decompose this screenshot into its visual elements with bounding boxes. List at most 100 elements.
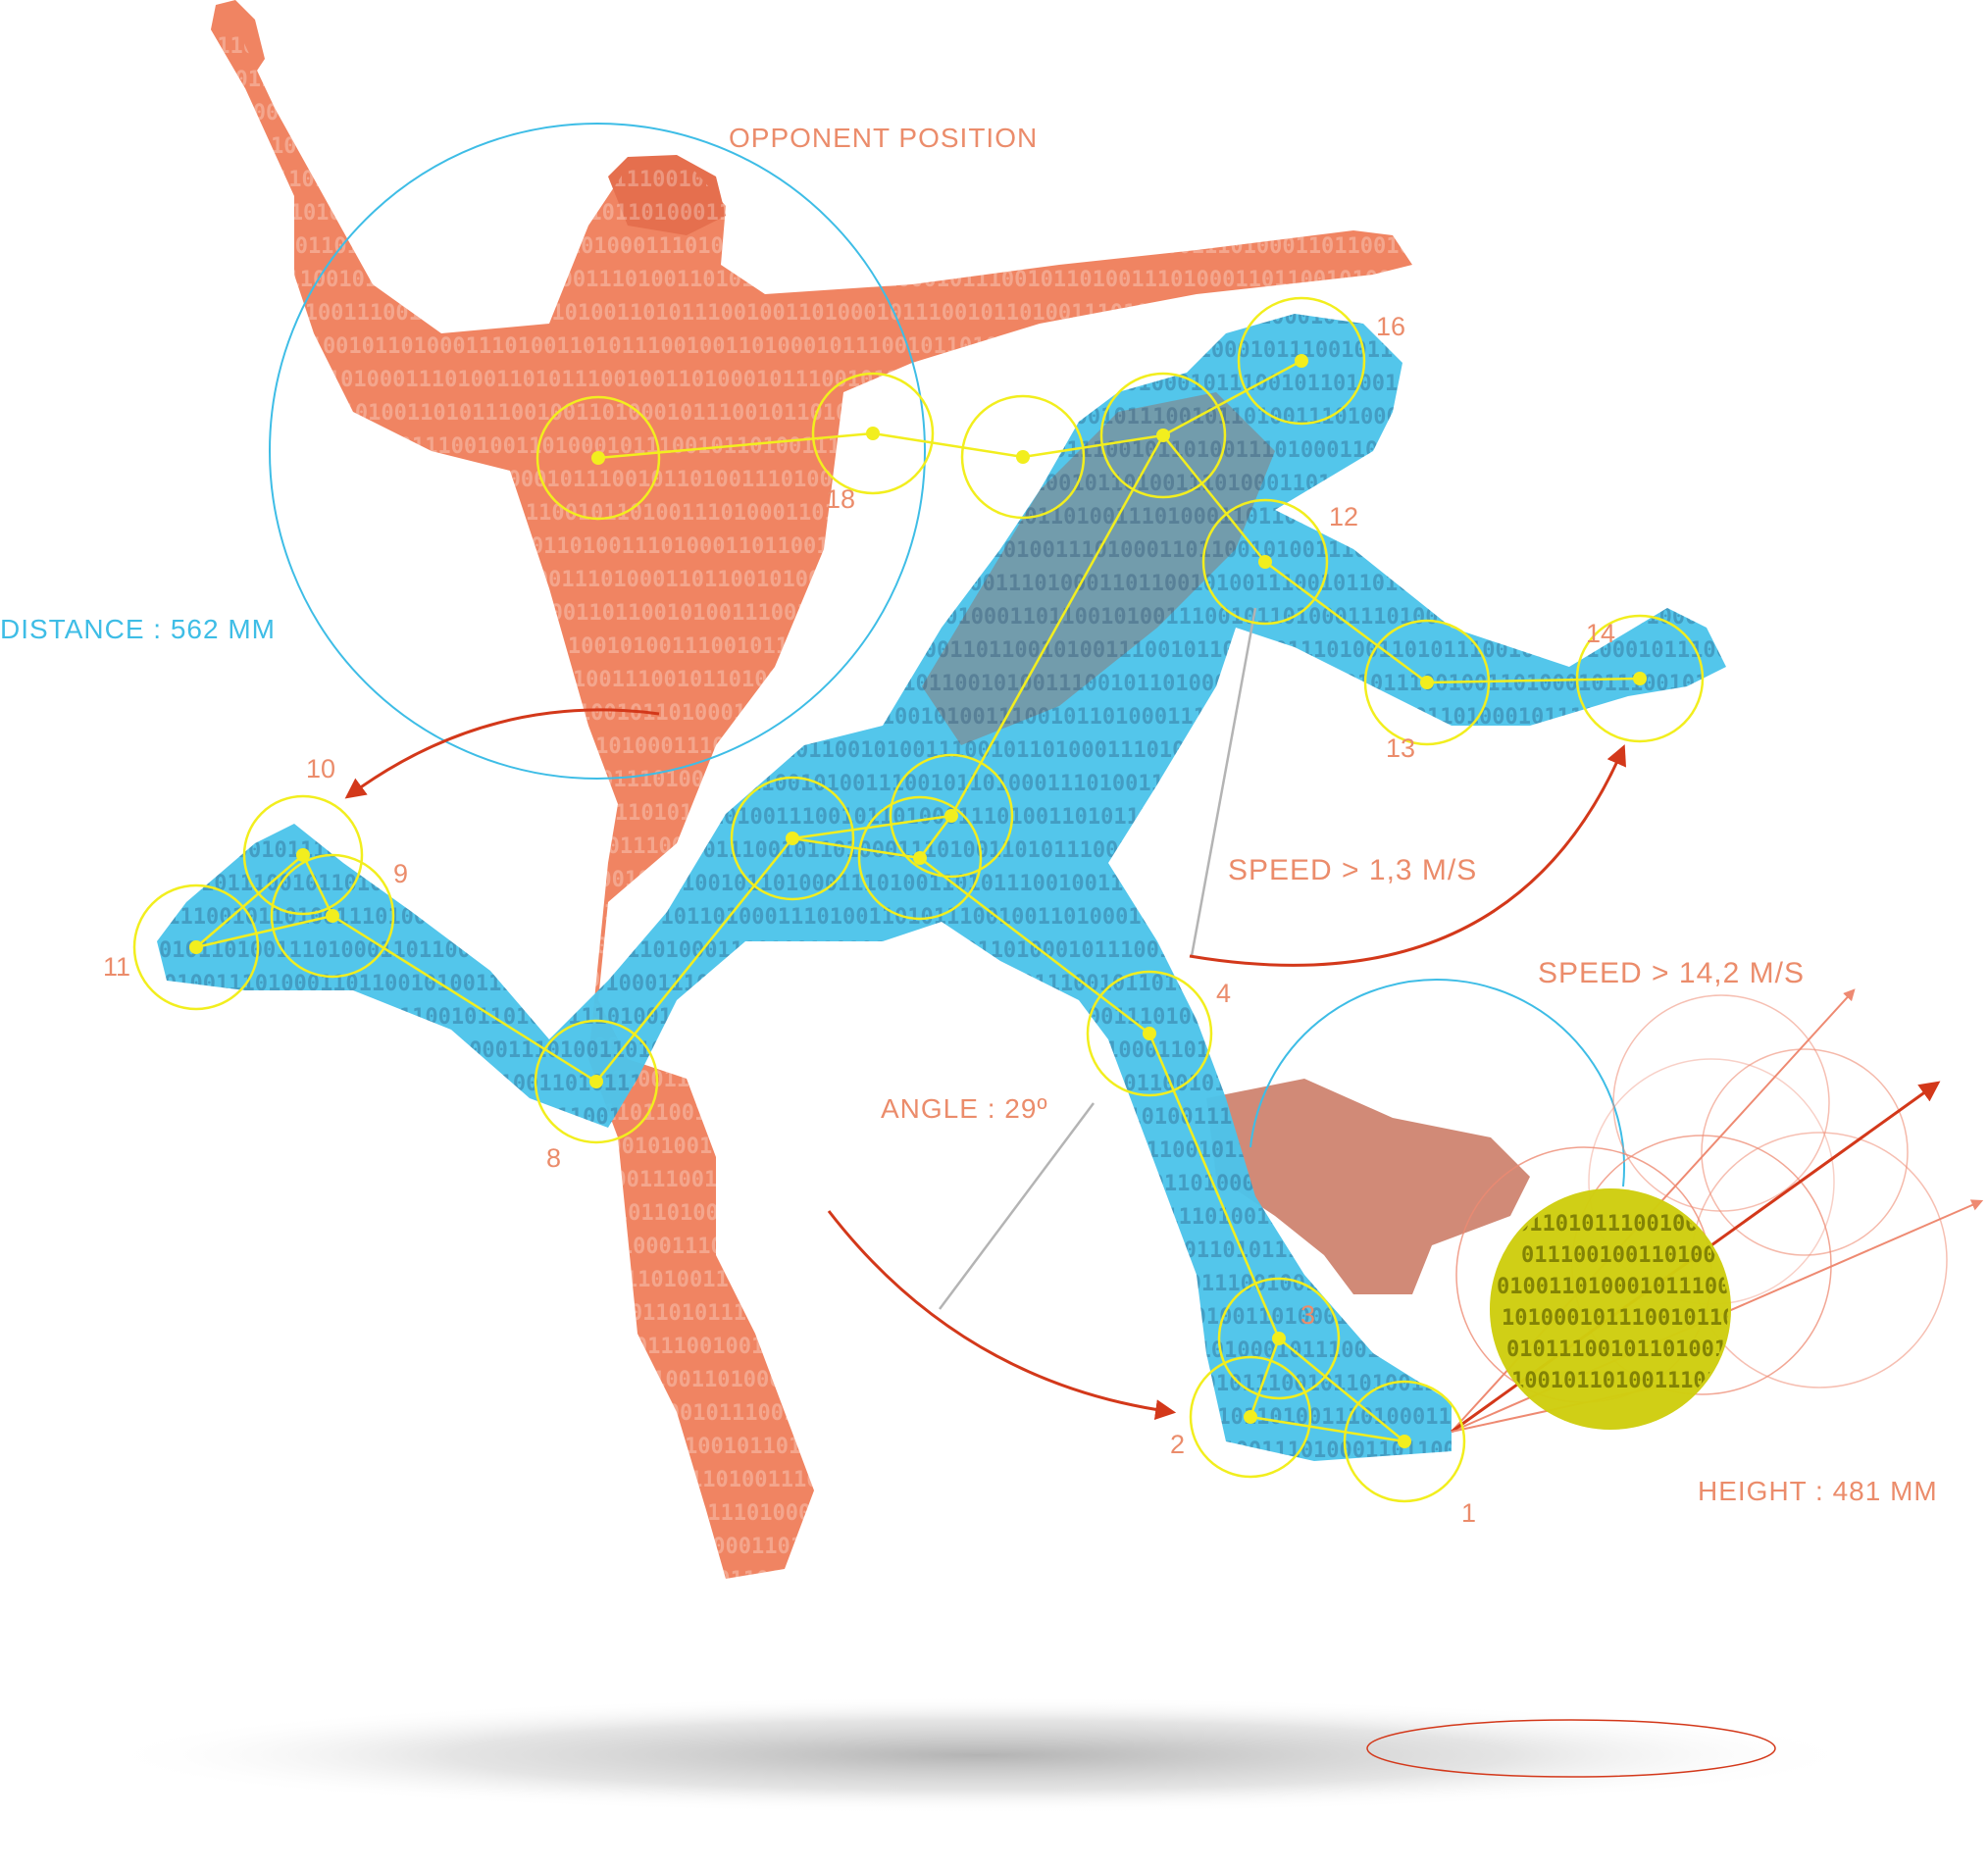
joint-dot-shR <box>1016 450 1030 464</box>
joint-label-4: 4 <box>1216 979 1231 1008</box>
bone-j8-j9 <box>331 914 597 1084</box>
body-speed-label: SPEED > 1,3 M/S <box>1228 854 1477 886</box>
bone-shL-j18 <box>597 431 874 460</box>
joint-dot-j10 <box>296 848 310 862</box>
svg-text:000111010011010111001001101000: 0001110100110101110010011010001011100101… <box>157 468 1846 492</box>
joint-ring-j2 <box>1189 1355 1312 1479</box>
joint-ring-neck <box>1099 372 1227 499</box>
bone-j3-j1 <box>1278 1338 1405 1442</box>
joint-dot-j16 <box>1295 354 1308 368</box>
svg-text:010011101000110110010100111001: 0100111010001101100101001110010110100011… <box>152 234 1841 259</box>
svg-text:010110100011101001101011100100: 0101101000111010011010111001001101000101… <box>152 1435 1841 1459</box>
svg-text:110010110100011101001101011100: 1100101101000111010011010111001001101000… <box>159 1138 1848 1163</box>
opponent-silhouette <box>211 25 1412 1579</box>
joint-label-1: 1 <box>1461 1498 1476 1528</box>
joint-ring-hipL <box>730 776 855 901</box>
opponent-position-circle <box>269 123 926 780</box>
svg-text:011011001010011100101101000111: 0110110010100111001011010001110100110101… <box>159 538 1848 563</box>
motion-arrows <box>344 708 1626 1421</box>
joint-dot-j18 <box>866 427 880 440</box>
svg-text:001101100101001110010110100011: 0011011001010011100101101000111010011010… <box>144 1038 1833 1063</box>
svg-text:100111010001101100101001110010: 1001110100011011001010011100101101000111… <box>149 472 1838 496</box>
svg-text:110010011010001011100101101001: 1100100110100010111001011010011101000110… <box>157 68 1846 92</box>
distance-label: DISTANCE : 562 MM <box>0 614 276 644</box>
svg-text:101000101110010110100111010001: 1010001011100101101001110100011011001010… <box>1502 1306 1988 1331</box>
svg-text:100111001011010001110100110101: 1001110010110100011101001101011100100110… <box>139 605 1828 630</box>
svg-text:011100100110100010111001011010: 0111001001101000101110010110100111010001… <box>157 1068 1846 1092</box>
joint-dot-j2 <box>1244 1410 1257 1424</box>
angle-label: ANGLE : 29º <box>881 1093 1048 1124</box>
joint-ring-j9 <box>270 853 395 979</box>
svg-text:010011100101101000111010011010: 0100111001011010001110100110101110010011… <box>172 368 1861 392</box>
bone-j2-j1 <box>1249 1415 1405 1443</box>
arrow-kick-swing <box>827 1210 1177 1421</box>
ball-contact-arc <box>1249 978 1626 1187</box>
joint-dot-j14 <box>1633 672 1647 685</box>
joint-ring-j8 <box>534 1019 659 1144</box>
joint-ring-j1 <box>1343 1380 1466 1503</box>
svg-text:101000101110010110100111010001: 1010001011100101101001110100011011001010… <box>167 1135 1856 1159</box>
svg-text:001101100101001110010110100011: 0011011001010011100101101000111010011010… <box>162 301 1851 326</box>
angle-guide-lines <box>938 607 1257 1310</box>
joint-dot-shL <box>591 451 605 465</box>
svg-text:100101001110010110100011101001: 1001010011100101101000111010011010111001… <box>164 572 1853 596</box>
svg-text:110100011011001010011100101101: 1101000110110010100111001011010001110100… <box>139 1005 1828 1030</box>
height-label: HEIGHT : 481 MM <box>1698 1476 1938 1506</box>
svg-text:001101011100100110100010111001: 0011010111001001101000101110010110100111… <box>167 1535 1856 1559</box>
joint-label-14: 14 <box>1586 619 1615 648</box>
joint-dot-j4 <box>1143 1027 1156 1040</box>
bone-j9-j11 <box>195 914 333 949</box>
joint-dot-j13 <box>1420 676 1434 689</box>
joint-dot-hipC <box>913 851 927 865</box>
joint-ring-j16 <box>1237 296 1366 426</box>
opponent-position-label: OPPONENT POSITION <box>729 123 1038 153</box>
joint-label-12: 12 <box>1329 502 1358 531</box>
joint-ring-j10 <box>242 794 364 916</box>
bone-neck-j16 <box>1162 359 1302 437</box>
bone-j12-j13 <box>1264 560 1428 684</box>
joint-dot-hipL <box>786 832 799 845</box>
joint-ring-j3 <box>1217 1277 1341 1400</box>
joint-ring-j18 <box>811 372 935 495</box>
joint-dot-j8 <box>589 1075 603 1088</box>
player-back-shading <box>922 392 1275 745</box>
bone-j3-j2 <box>1249 1338 1281 1418</box>
joint-dot-j1 <box>1398 1435 1411 1448</box>
svg-text:001011010011101000110110010100: 0010110100111010001101100101001110010110… <box>144 1439 1833 1463</box>
svg-text:110010011010001011100101101001: 1100100110100010111001011010011101000110… <box>139 805 1828 830</box>
bone-hipL-j8 <box>595 837 793 1083</box>
joint-label-10: 10 <box>306 754 335 783</box>
joint-label-9: 9 <box>393 859 408 888</box>
joint-dot-j11 <box>189 940 203 954</box>
svg-text:111010011010111001001101000101: 1110100110101110010011010001011100101101… <box>162 1501 1851 1526</box>
floor-shadow <box>98 1696 1863 1814</box>
opponent-back-leg <box>1206 1079 1530 1294</box>
svg-text:101110010011010001011100101101: 1011100100110100010111001011010011101000… <box>172 1568 1861 1592</box>
svg-text:110100011101001101011100100110: 1101000111010011010111001001101000101110… <box>149 672 1838 696</box>
joint-labels: 1 2 3 4 8 9 10 11 12 13 14 16 18 <box>103 312 1615 1528</box>
joint-label-13: 13 <box>1386 733 1415 763</box>
svg-text:010011010111001001101000101110: 0100110101110010011010001011100101101001… <box>159 738 1848 763</box>
bone-hipC-hipL <box>791 836 921 860</box>
ball-speed-label: SPEED > 14,2 M/S <box>1538 957 1805 989</box>
bone-neck-hipM <box>949 434 1165 817</box>
joint-ring-j12 <box>1201 498 1329 626</box>
svg-text:101001101011100100110100010111: 1010011010111001001101000101110010110100… <box>162 501 1851 526</box>
ball <box>1490 1188 1731 1430</box>
measurement-labels: OPPONENT POSITION DISTANCE : 562 MM SPEE… <box>0 123 1938 1506</box>
joint-ring-shL <box>535 395 661 521</box>
joint-label-16: 16 <box>1376 312 1405 341</box>
joint-label-18: 18 <box>826 484 855 514</box>
svg-text:010001110100110101110010011010: 0100011101001101011100100110100010111001… <box>157 1468 1846 1492</box>
arrow-arm-swing <box>1189 744 1626 967</box>
bone-hipC-j4 <box>919 857 1150 1035</box>
joint-ring-hipC <box>857 795 983 921</box>
joint-dot-j3 <box>1272 1332 1286 1345</box>
bone-hipM-hipC <box>918 815 953 859</box>
ball-shadow-ellipse <box>1366 1719 1776 1778</box>
svg-text:101011100100110100010111001011: 1010111001001101000101110010110100111010… <box>152 34 1841 59</box>
joint-dot-hipM <box>944 809 958 823</box>
svg-text:010110100111010001101100101001: 0101101001110100011011001010011100101101… <box>147 201 1836 226</box>
svg-text:010011010111001001101000101110: 0100110101110010011010001011100101101001… <box>147 1 1836 25</box>
